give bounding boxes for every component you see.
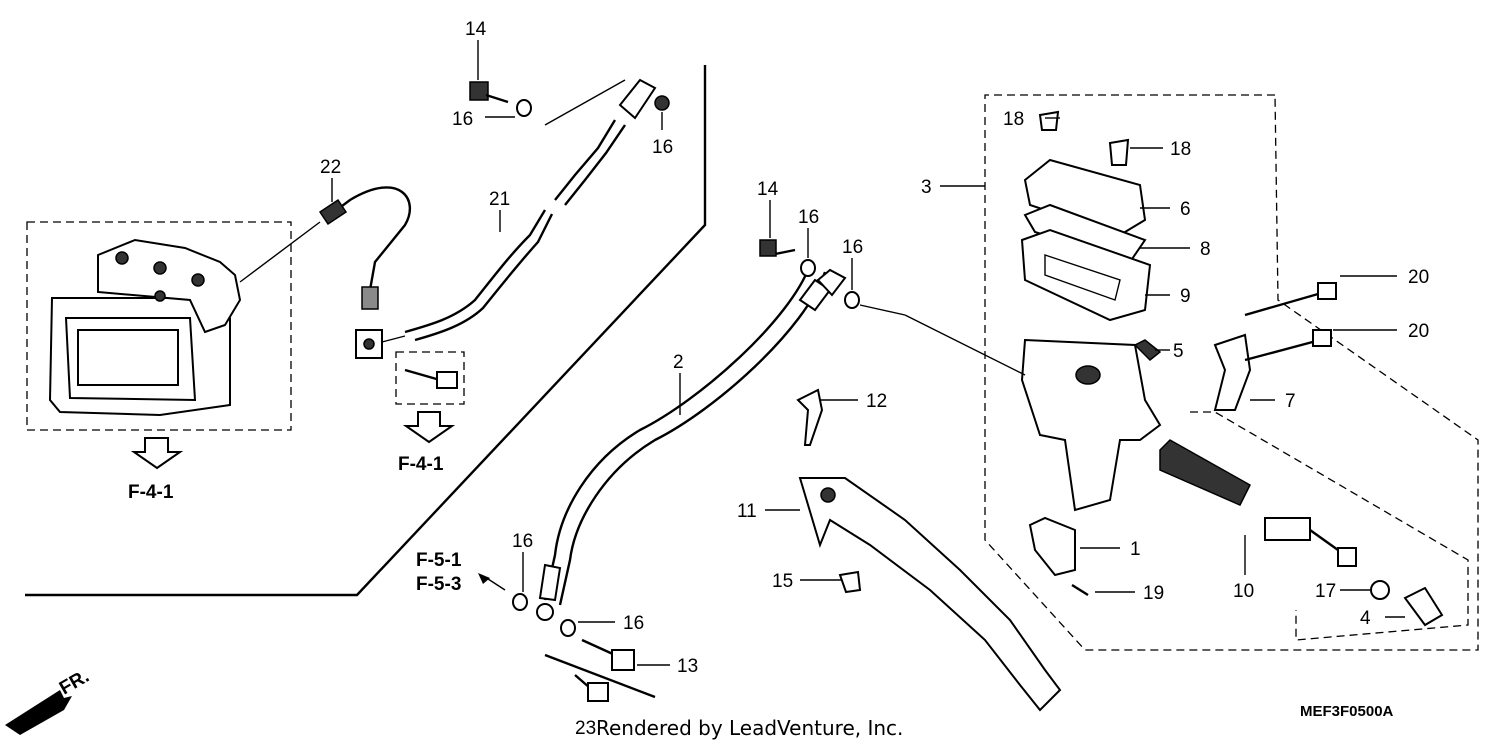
master-cylinder-body (859, 304, 1162, 512)
push-rod (1264, 517, 1357, 567)
bolt-dashed-box (395, 351, 465, 405)
brake-lever-11 (798, 477, 1062, 712)
banjo-bolt-14-upper (469, 81, 532, 117)
master-cylinder-holder (1213, 282, 1337, 411)
callout-16-c: 16 (798, 207, 819, 228)
callout-18-a: 18 (1003, 109, 1024, 130)
callout-leaders (331, 40, 1405, 666)
callout-16-b: 16 (652, 137, 673, 158)
diagram-code: MEF3F0500A (1300, 703, 1394, 720)
callout-14-upper: 14 (465, 19, 487, 40)
credit-line: Rendered by LeadVenture, Inc. (596, 716, 903, 740)
abs-section-ref[interactable]: F-4-1 (128, 482, 174, 503)
callout-11: 11 (737, 501, 757, 522)
bolt-section-ref[interactable]: F-4-1 (398, 454, 444, 475)
lock-nut-17 (1370, 580, 1390, 600)
brake-light-switch (1028, 339, 1162, 597)
callout-1: 1 (1130, 539, 1141, 560)
brake-hose-21 (404, 78, 670, 342)
callout-3: 3 (921, 177, 932, 198)
cap-screw-18-b (1108, 138, 1130, 166)
callout-16-e: 16 (512, 531, 533, 552)
diaphragm (1020, 228, 1152, 322)
callout-20-b: 20 (1408, 321, 1429, 342)
front-direction-arrow-icon (5, 690, 72, 735)
callout-21: 21 (489, 189, 510, 210)
pivot-bolt-12 (796, 388, 824, 446)
callout-9: 9 (1180, 286, 1191, 307)
callout-17: 17 (1315, 581, 1336, 602)
callout-16-f: 16 (623, 613, 644, 634)
f5-ref-arrow-icon (478, 573, 490, 584)
callout-7: 7 (1285, 391, 1296, 412)
callout-5: 5 (1173, 341, 1184, 362)
lever-boot-10 (1159, 439, 1251, 506)
callout-12: 12 (866, 391, 887, 412)
abs-modulator (48, 221, 321, 417)
dust-boot-4 (1403, 586, 1444, 627)
callout-20-a: 20 (1408, 267, 1429, 288)
master-cylinder-dashed-box (984, 94, 1479, 651)
reservoir-cap (1023, 158, 1147, 237)
cap-plate (1023, 203, 1147, 264)
callout-22: 22 (320, 157, 341, 178)
callout-10: 10 (1233, 581, 1254, 602)
ref-f-5-1[interactable]: F-5-1 (416, 550, 462, 571)
bolt-23 (574, 674, 609, 702)
nut-15 (838, 570, 862, 594)
callout-4: 4 (1360, 608, 1371, 629)
callout-8: 8 (1200, 239, 1211, 260)
brake-pipe-22 (318, 186, 411, 310)
callout-16-d: 16 (842, 237, 863, 258)
cap-screw-18-a (1038, 110, 1060, 131)
brake-hose-2 (512, 239, 860, 637)
three-way-joint (355, 329, 406, 359)
callout-13: 13 (677, 656, 698, 677)
reference-labels: F-4-1 F-4-1 F-5-1 F-5-3 (128, 454, 462, 595)
joint-bolt (404, 368, 458, 389)
callout-6: 6 (1180, 199, 1191, 220)
callout-15: 15 (772, 571, 793, 592)
abs-unit-dashed-box (26, 221, 292, 431)
banjo-bolt-13 (581, 638, 635, 671)
callout-18-b: 18 (1170, 139, 1191, 160)
callout-14-lower: 14 (757, 179, 779, 200)
bolt-ref-arrow-icon (402, 411, 456, 444)
callout-16-a: 16 (452, 109, 473, 130)
abs-ref-arrow-icon (130, 437, 184, 470)
callout-2: 2 (673, 352, 684, 373)
callout-23: 23 (575, 718, 596, 739)
callout-labels: 14 16 16 22 21 14 16 16 2 16 16 13 23 12… (320, 19, 1429, 739)
section-divider (25, 65, 707, 699)
ref-f-5-3[interactable]: F-5-3 (416, 574, 461, 595)
callout-19: 19 (1143, 583, 1164, 604)
